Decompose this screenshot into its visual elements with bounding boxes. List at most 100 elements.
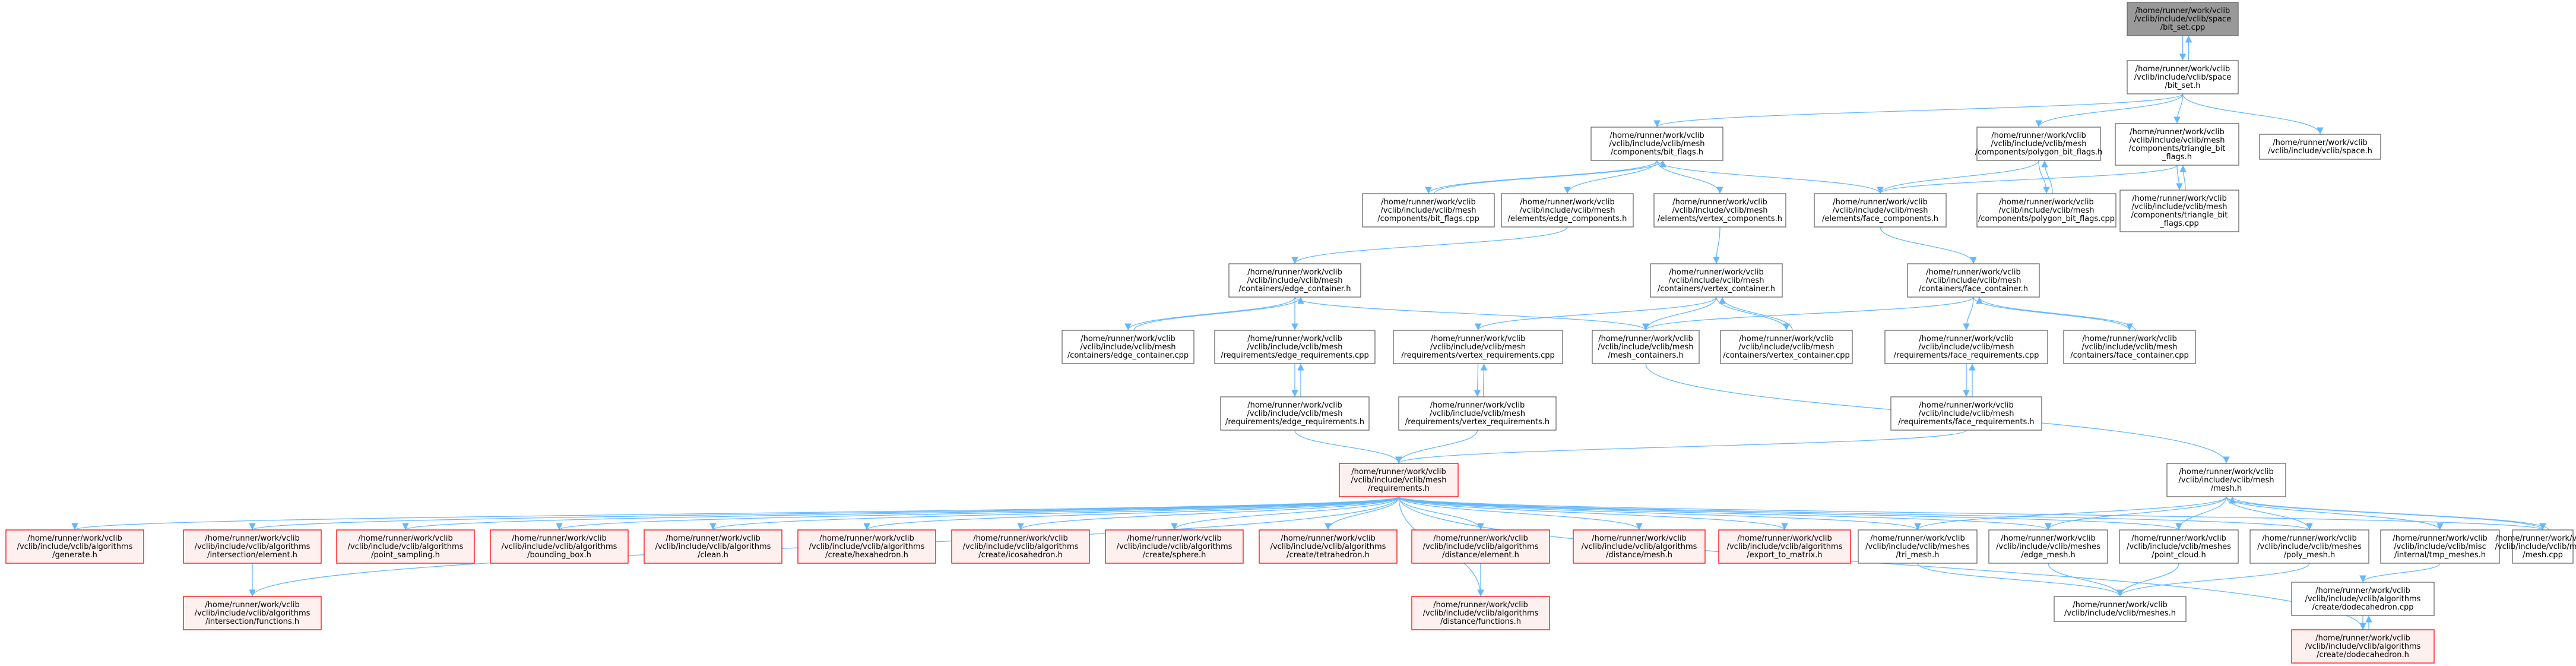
graph-node[interactable]: /home/runner/work/vclib/vclib/include/vc… (1718, 529, 1851, 564)
graph-node[interactable]: /home/runner/work/vclib/vclib/include/vc… (2119, 190, 2239, 232)
node-label-line: /create/dodecahedron.cpp (2312, 603, 2413, 612)
graph-node[interactable]: /home/runner/work/vclib/vclib/include/vc… (1501, 193, 1634, 228)
node-box (644, 529, 782, 564)
node-label-line: /home/runner/work/vclib (2262, 534, 2357, 543)
graph-node[interactable]: /home/runner/work/vclib/vclib/include/vc… (336, 529, 475, 564)
graph-edge (1291, 226, 1568, 264)
node-label-line: /home/runner/work/vclib (205, 601, 300, 610)
graph-node[interactable]: /home/runner/work/vclib/vclib/include/vc… (1398, 396, 1557, 431)
graph-node[interactable]: /home/runner/work/vclib/vclib/include/vc… (1884, 330, 2048, 364)
graph-edge (1398, 496, 1484, 531)
node-label-line: /vclib/include/vclib/algorithms (17, 542, 133, 551)
graph-node[interactable]: /home/runner/work/vclib/vclib/include/vc… (1653, 193, 1786, 228)
graph-node[interactable]: /home/runner/work/vclib/vclib/include/vc… (1362, 193, 1495, 228)
node-label-line: /containers/edge_container.h (1239, 285, 1351, 293)
graph-node[interactable]: /home/runner/work/vclib/vclib/include/vc… (1814, 193, 1947, 228)
node-box (2063, 330, 2196, 364)
graph-node[interactable]: /home/runner/work/vclib/vclib/include/vc… (1590, 127, 1723, 161)
graph-node[interactable]: /home/runner/work/vclib/vclib/include/vc… (2495, 529, 2576, 564)
node-label-line: /home/runner/work/vclib (1592, 534, 1687, 543)
node-box (5, 529, 144, 564)
node-label-line: /create/hexahedron.h (825, 551, 908, 560)
graph-node[interactable]: /home/runner/work/vclib/vclib/include/vc… (1650, 263, 1783, 298)
graph-node[interactable]: /home/runner/work/vclib/vclib/include/vc… (490, 529, 629, 564)
graph-node[interactable]: /home/runner/work/vclib/vclib/include/vc… (1220, 396, 1370, 431)
graph-edge (1653, 93, 2184, 128)
graph-node[interactable]: /home/runner/work/vclib/vclib/include/vc… (2166, 463, 2286, 497)
graph-node[interactable]: /home/runner/work/vclib/vclib/include/vc… (1411, 529, 1550, 564)
graph-edge (1395, 430, 1967, 464)
node-box (2127, 2, 2239, 36)
graph-node[interactable]: /home/runner/work/vclib/vclib/include/vc… (1907, 263, 2040, 298)
node-label-line: /home/runner/work/vclib (1999, 198, 2094, 207)
graph-node[interactable]: /home/runner/work/vclib/vclib/include/vc… (2063, 330, 2196, 364)
node-label-line: /vclib/include/vclib/algorithms (655, 542, 771, 551)
node-box (1907, 263, 2040, 298)
graph-node[interactable]: /home/runner/work/vclib/vclib/include/vc… (1975, 127, 2103, 161)
graph-node[interactable]: /home/runner/work/vclib/vclib/include/vc… (1858, 529, 1978, 564)
graph-node[interactable]: /home/runner/work/vclib/vclib/include/vc… (2259, 134, 2381, 160)
node-label-line: /containers/edge_container.cpp (1067, 351, 1189, 360)
graph-node[interactable]: /home/runner/work/vclib/vclib/include/vc… (183, 529, 322, 564)
graph-node[interactable]: /home/runner/work/vclib/vclib/include/vc… (1062, 330, 1194, 364)
graph-edge (1474, 296, 1717, 331)
graph-node[interactable]: /home/runner/work/vclib/vclib/include/vc… (2291, 582, 2435, 616)
graph-edge (1656, 160, 1884, 194)
graph-node[interactable]: /home/runner/work/vclib/vclib/include/vc… (1573, 529, 1706, 564)
graph-node[interactable]: /home/runner/work/vclib/vclib/include/vc… (1259, 529, 1398, 564)
graph-edge (863, 496, 1399, 531)
node-label-line: /create/tetrahedron.h (1287, 551, 1370, 560)
graph-node[interactable]: /home/runner/work/vclib/vclib/include/vc… (951, 529, 1090, 564)
graph-node[interactable]: /home/runner/work/vclib/vclib/include/vc… (1339, 463, 1459, 497)
graph-node[interactable]: /home/runner/work/vclib/vclib/include/vc… (2380, 529, 2500, 564)
graph-node[interactable]: /home/runner/work/vclib/vclib/include/vc… (1105, 529, 1244, 564)
graph-node[interactable]: /home/runner/work/vclib/vclib/include/vc… (1393, 330, 1563, 364)
graph-node[interactable]: /home/runner/work/vclib/vclib/include/vc… (1592, 330, 1700, 364)
node-box (2054, 596, 2187, 622)
node-label-line: /home/runner/work/vclib (205, 534, 300, 543)
node-label-line: /intersection/element.h (207, 551, 297, 560)
node-label-line: /vclib/include/vclib/mesh (2495, 542, 2576, 551)
graph-edge (1716, 296, 1790, 331)
node-label-line: /vclib/include/vclib/mesh (2130, 136, 2225, 145)
graph-edge (1398, 496, 2052, 531)
graph-node[interactable]: /home/runner/work/vclib/vclib/include/vc… (2054, 596, 2187, 622)
graph-node: /home/runner/work/vclib/vclib/include/vc… (2127, 2, 2239, 36)
node-label-line: /mesh.cpp (2523, 551, 2563, 560)
graph-node[interactable]: /home/runner/work/vclib/vclib/include/vc… (1976, 193, 2116, 228)
node-label-line: /vclib/include/vclib/mesh (1669, 276, 1764, 285)
node-label-line: /home/runner/work/vclib (2135, 65, 2230, 74)
graph-node[interactable]: /home/runner/work/vclib/vclib/include/vc… (183, 596, 322, 630)
node-label-line: /vclib/include/vclib/mesh (1247, 409, 1343, 418)
graph-node[interactable]: /home/runner/work/vclib/vclib/include/vc… (644, 529, 782, 564)
graph-node[interactable]: /home/runner/work/vclib/vclib/include/vc… (2127, 60, 2239, 94)
graph-node[interactable]: /home/runner/work/vclib/vclib/include/vc… (1890, 396, 2042, 431)
node-label-line: /home/runner/work/vclib (1919, 334, 2014, 343)
node-label-line: /vclib/include/vclib/mesh (1919, 409, 2014, 418)
node-box (2512, 529, 2574, 564)
node-label-line: /elements/vertex_components.h (1658, 214, 1782, 223)
node-box (951, 529, 1090, 564)
graph-node[interactable]: /home/runner/work/vclib/vclib/include/vc… (1214, 330, 1376, 364)
graph-node[interactable]: /home/runner/work/vclib/vclib/include/vc… (2115, 123, 2239, 166)
graph-node[interactable]: /home/runner/work/vclib/vclib/include/vc… (2291, 629, 2435, 664)
graph-node[interactable]: /home/runner/work/vclib/vclib/include/vc… (1228, 263, 1361, 298)
node-label-line: /vclib/include/vclib/mesh (1672, 206, 1768, 215)
graph-node[interactable]: /home/runner/work/vclib/vclib/include/vc… (2249, 529, 2369, 564)
node-label-line: /home/runner/work/vclib (358, 534, 453, 543)
graph-node[interactable]: /home/runner/work/vclib/vclib/include/vc… (1411, 596, 1550, 630)
node-label-line: /poly_mesh.h (2284, 551, 2335, 560)
graph-node[interactable]: /home/runner/work/vclib/vclib/include/vc… (5, 529, 144, 564)
graph-node[interactable]: /home/runner/work/vclib/vclib/include/vc… (1988, 529, 2108, 564)
node-label-line: /bounding_box.h (527, 551, 591, 560)
node-label-line: /vclib/include/vclib/misc (2394, 542, 2486, 551)
graph-edge (2173, 93, 2184, 124)
node-label-line: /vclib/include/vclib/mesh (1247, 276, 1343, 285)
graph-node[interactable]: /home/runner/work/vclib/vclib/include/vc… (1720, 330, 1853, 364)
node-label-line: /components/polygon_bit_flags.h (1975, 148, 2103, 157)
graph-node[interactable]: /home/runner/work/vclib/vclib/include/vc… (797, 529, 936, 564)
node-label-line: /vclib/include/vclib/algorithms (1727, 542, 1843, 551)
node-label-line: /vclib/include/vclib/algorithms (2305, 595, 2421, 604)
graph-node[interactable]: /home/runner/work/vclib/vclib/include/vc… (2119, 529, 2239, 564)
